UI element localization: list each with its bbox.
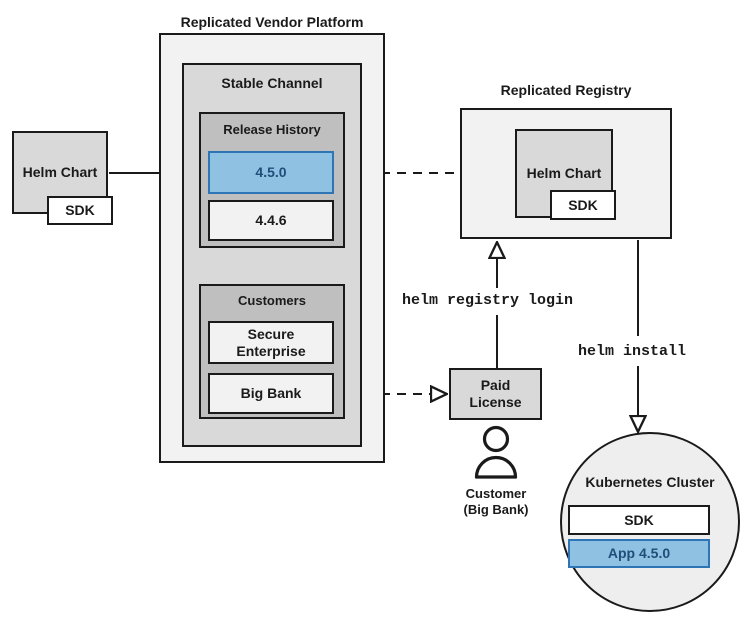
release-item-4-4-6[interactable]: 4.4.6 [208,200,334,241]
customer-actor-label: Customer (Big Bank) [426,486,566,517]
customer-item-secure-enterprise[interactable]: Secure Enterprise [208,321,334,364]
customer-item-secure-enterprise-line1: Secure [247,325,295,342]
registry-sdk-box: SDK [550,190,616,220]
registry-title: Replicated Registry [500,82,632,98]
source-helm-chart-label: Helm Chart [22,164,98,181]
release-item-4-4-6-label: 4.4.6 [255,212,287,229]
customer-item-big-bank[interactable]: Big Bank [208,373,334,414]
paid-license-line1: Paid [480,377,511,394]
kubernetes-cluster-title: Kubernetes Cluster [585,474,715,490]
paid-license-line2: License [469,394,522,410]
cluster-item-app-label: App 4.5.0 [607,545,671,562]
source-sdk-box: SDK [47,196,113,225]
customer-actor-line2: (Big Bank) [463,501,529,517]
command-helm-registry-login: helm registry login [402,292,574,309]
command-helm-install: helm install [578,343,687,360]
customer-actor-line1: Customer [465,486,527,501]
customers-title: Customers [238,293,306,308]
release-item-4-5-0-label: 4.5.0 [255,164,287,181]
registry-helm-chart-label: Helm Chart [526,165,602,182]
platform-title: Replicated Vendor Platform [180,14,364,30]
registry-sdk-label: SDK [568,196,598,213]
source-sdk-label: SDK [65,202,95,219]
cluster-item-app: App 4.5.0 [568,539,710,568]
cluster-item-sdk: SDK [568,505,710,535]
stable-channel-title: Stable Channel [221,75,323,91]
person-icon [474,425,518,479]
customer-item-big-bank-label: Big Bank [240,385,302,402]
release-item-4-5-0[interactable]: 4.5.0 [208,151,334,194]
customer-item-secure-enterprise-line2: Enterprise [236,342,306,359]
paid-license-box: Paid License [449,368,542,420]
release-history-title: Release History [223,122,321,137]
cluster-item-sdk-label: SDK [624,511,654,528]
